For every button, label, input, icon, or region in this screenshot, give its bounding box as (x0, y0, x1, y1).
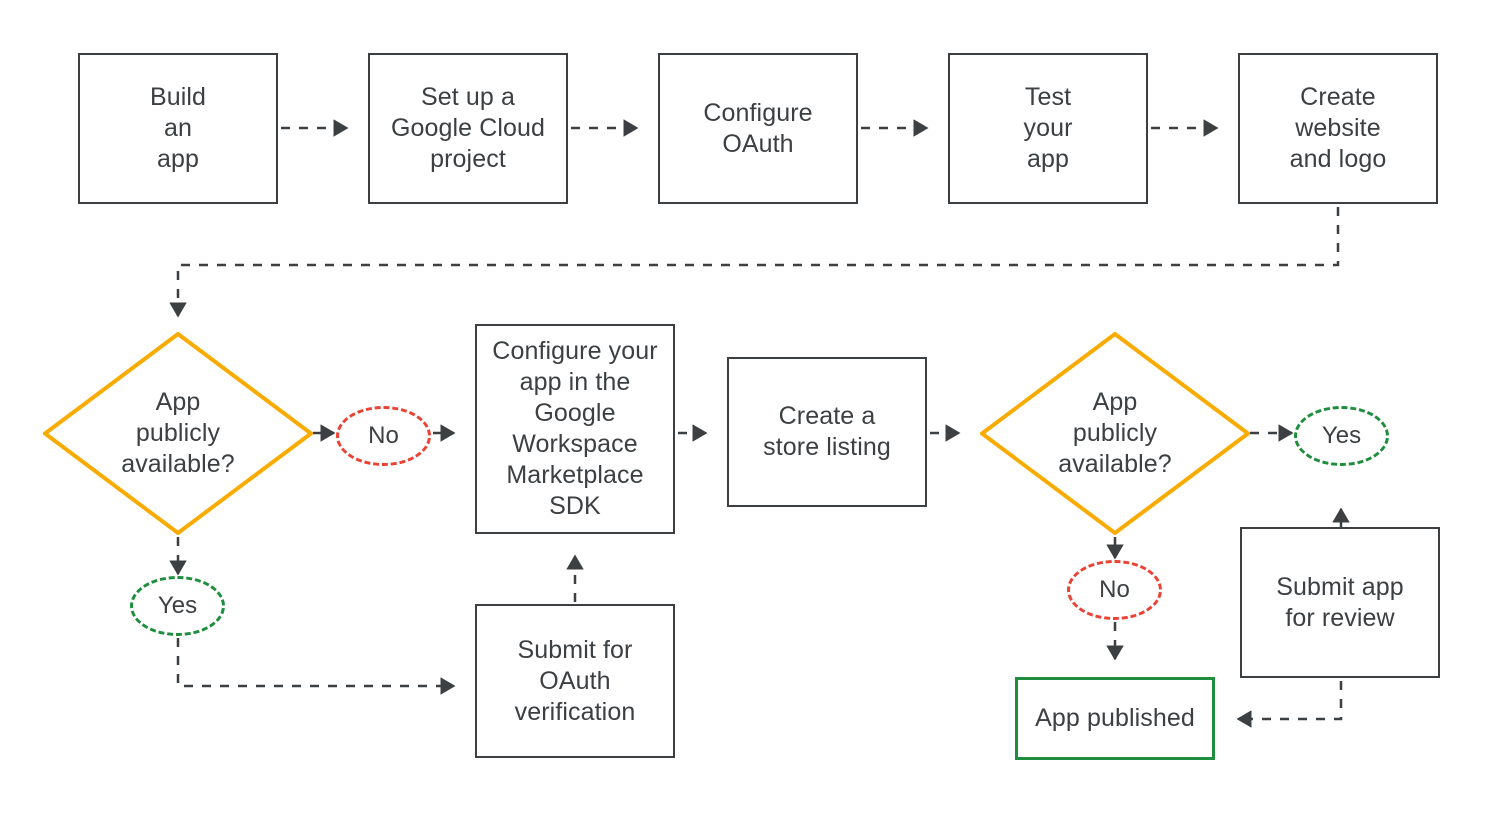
node-label-create-store-listing: Create a store listing (763, 402, 891, 461)
node-label-app-published: App published (1035, 704, 1195, 732)
node-decision-public-2: App publicly available? (980, 332, 1250, 535)
edge-label-text: No (1099, 576, 1130, 603)
node-label-configure-app-sdk: Configure your app in the Google Workspa… (492, 337, 658, 520)
node-configure-app-sdk: Configure your app in the Google Workspa… (475, 324, 675, 534)
node-test-your-app: Test your app (948, 53, 1148, 204)
diamond-shape (43, 332, 313, 535)
node-label-submit-app-for-review: Submit app for review (1276, 572, 1404, 632)
edge-label-label-yes-2: Yes (1294, 406, 1389, 466)
node-create-store-listing: Create a store listing (727, 357, 927, 507)
node-label-decision-public-1: App publicly available? (121, 388, 235, 478)
edge-label-text: Yes (1321, 422, 1362, 449)
node-label-submit-oauth-verification: Submit for OAuth verification (514, 635, 636, 726)
node-submit-oauth-verification: Submit for OAuth verification (475, 604, 675, 758)
edge-website-to-decision1 (169, 207, 1340, 318)
node-label-configure-oauth: Configure OAuth (703, 98, 813, 158)
edge-label-yes1-to-submit (176, 638, 456, 695)
node-label-set-up-gcp-project: Set up a Google Cloud project (390, 83, 546, 173)
node-configure-oauth: Configure OAuth (658, 53, 858, 204)
node-create-website-logo: Create website and logo (1238, 53, 1438, 204)
node-app-published: App published (1015, 677, 1215, 760)
edge-review-to-published (1236, 681, 1343, 728)
edge-label-label-no-2: No (1067, 560, 1162, 620)
edge-label-text: Yes (157, 592, 198, 619)
node-label-create-website-logo: Create website and logo (1289, 83, 1387, 173)
node-build-an-app: Build an app (78, 53, 278, 204)
node-label-build-an-app: Build an app (149, 83, 207, 173)
edge-label-label-no-1: No (336, 406, 431, 466)
edge-label-label-yes-1: Yes (130, 576, 225, 636)
edge-label-text: No (368, 422, 399, 449)
node-set-up-gcp-project: Set up a Google Cloud project (368, 53, 568, 204)
node-label-decision-public-2: App publicly available? (1058, 388, 1172, 478)
node-submit-app-for-review: Submit app for review (1240, 527, 1440, 678)
diamond-shape (980, 332, 1250, 535)
node-label-test-your-app: Test your app (1023, 83, 1073, 173)
node-decision-public-1: App publicly available? (43, 332, 313, 535)
